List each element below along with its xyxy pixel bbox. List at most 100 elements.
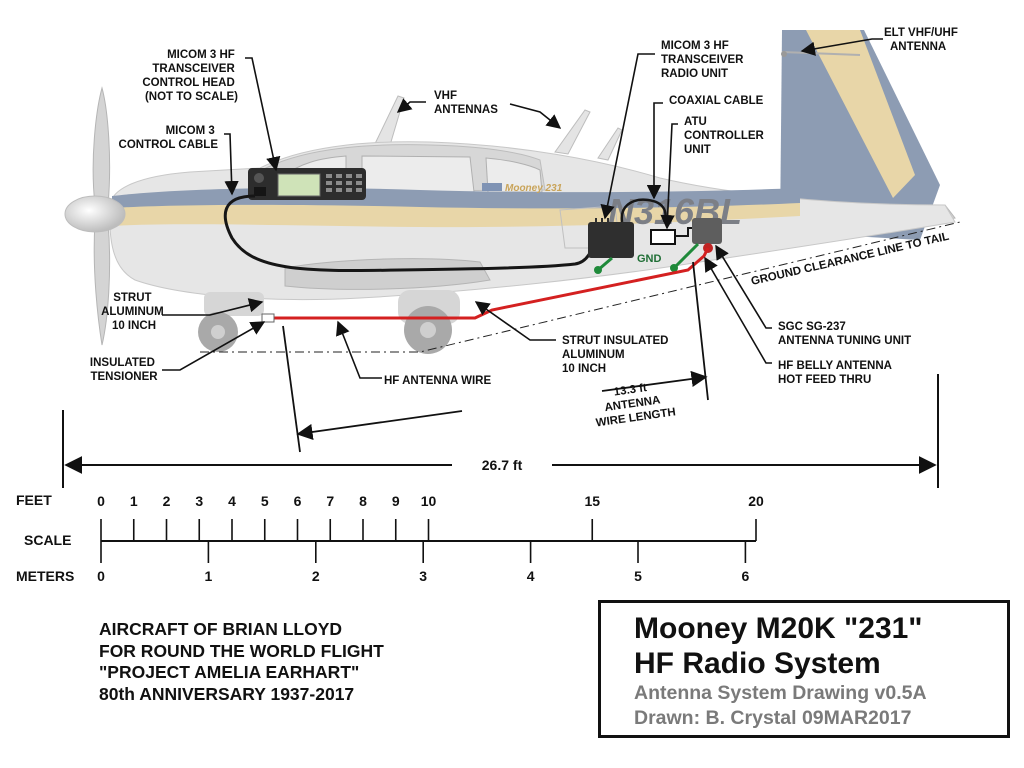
insulated-tensioner-part	[261, 313, 275, 323]
aircraft-credit: AIRCRAFT OF BRIAN LLOYD FOR ROUND THE WO…	[99, 619, 539, 705]
side-window	[361, 155, 475, 194]
ground-point-atu	[670, 264, 678, 272]
aircraft-brand: Mooney 231	[505, 183, 563, 194]
gnd-label: GND	[637, 253, 662, 265]
leader-control-cable	[224, 133, 239, 196]
overall-length-dimension	[62, 374, 939, 488]
feet-tick-label: 0	[97, 493, 105, 509]
propeller-blade-lower	[93, 221, 111, 346]
feet-tick-label: 7	[326, 493, 334, 509]
leader-belly-feed	[704, 256, 772, 364]
leader-antenna-wire	[336, 320, 382, 379]
elt-antenna	[781, 51, 861, 56]
atu-cable	[675, 227, 694, 237]
feet-tick-label: 10	[421, 493, 437, 509]
label-vhf-antennas: VHF ANTENNAS	[434, 90, 498, 116]
leader-strut-insulated	[474, 301, 556, 341]
meter-tick-label: 6	[742, 568, 750, 584]
ground-clearance-line	[200, 221, 961, 353]
control-head-knob-icon	[254, 173, 264, 183]
leader-strut-aluminum	[162, 298, 264, 316]
meter-tick-label: 3	[419, 568, 427, 584]
leader-tensioner	[162, 321, 266, 371]
credit-line: FOR ROUND THE WORLD FLIGHT	[99, 640, 384, 661]
hf-antenna-wire	[270, 247, 710, 320]
feet-tick-label: 20	[748, 493, 764, 509]
leader-elt	[800, 38, 883, 56]
nose-wheel-hub	[211, 325, 225, 339]
scale-feet-ticks: 0 1 2 3 4 5 6 7 8 9 10 15 20	[97, 493, 764, 541]
control-head-keypad-icon	[326, 174, 362, 192]
sgc-tuning-unit[interactable]	[692, 218, 722, 244]
equipment: GND	[223, 168, 722, 323]
feet-tick-label: 9	[392, 493, 400, 509]
leader-vhf-2	[509, 103, 562, 129]
label-coax: COAXIAL CABLE	[669, 95, 764, 107]
feet-tick-label: 8	[359, 493, 367, 509]
overall-length-label: 26.7 ft	[482, 457, 523, 473]
antenna-length-arrow-left	[296, 410, 463, 440]
title-block: Mooney M20K "231" HF Radio System Antenn…	[598, 600, 1010, 738]
feet-tick-label: 5	[261, 493, 269, 509]
propeller-spinner	[64, 195, 126, 233]
title-line-2: HF Radio System	[634, 647, 881, 680]
radio-unit[interactable]	[588, 222, 634, 258]
feet-tick-label: 6	[294, 493, 302, 509]
credit-line: "PROJECT AMELIA EARHART"	[99, 662, 360, 682]
control-head-display	[277, 173, 321, 197]
title-line-1: Mooney M20K "231"	[634, 612, 923, 645]
brand-logo-icon	[482, 183, 502, 191]
label-strut-aluminum: STRUT ALUMINUM 10 INCH	[101, 292, 167, 332]
feet-tick-label: 1	[130, 493, 138, 509]
antenna-ext-line-left	[282, 325, 301, 453]
antenna-length-arrow-right	[601, 370, 708, 392]
atu-controller[interactable]	[650, 229, 676, 245]
label-elt: ELT VHF/UHF ANTENNA	[884, 27, 961, 53]
leader-sgc	[715, 244, 772, 329]
meter-tick-label: 0	[97, 568, 105, 584]
credit-line: 80th ANNIVERSARY 1937-2017	[99, 683, 355, 704]
label-control-head: MICOM 3 HF TRANSCEIVER CONTROL HEAD (NOT…	[142, 49, 238, 103]
drawing-version: Antenna System Drawing v0.5A	[634, 682, 927, 704]
meter-tick-label: 2	[312, 568, 320, 584]
callouts	[162, 38, 883, 379]
tail-stripe	[806, 30, 915, 198]
label-belly-feed: HF BELLY ANTENNA HOT FEED THRU	[778, 360, 895, 386]
leader-control-head	[245, 57, 281, 172]
label-atu: ATU CONTROLLER UNIT	[684, 116, 767, 156]
label-radio-unit: MICOM 3 HF TRANSCEIVER RADIO UNIT	[661, 40, 747, 80]
leader-coax	[646, 102, 663, 200]
label-tensioner: INSULATED TENSIONER	[90, 357, 158, 383]
scale-meters-label: METERS	[16, 568, 74, 584]
propeller-blade-upper	[92, 86, 111, 206]
label-control-cable: MICOM 3 CONTROL CABLE	[119, 125, 219, 151]
elt-antenna-base	[781, 51, 787, 57]
control-head-plug-icon	[254, 187, 266, 196]
main-wheel-hub	[420, 322, 436, 338]
label-antenna-length: 13.3 ft ANTENNA WIRE LENGTH	[591, 379, 676, 430]
leader-radio-unit	[600, 53, 655, 220]
ground-strap-atu	[672, 242, 700, 270]
coaxial-cable	[620, 198, 667, 223]
feet-tick-label: 2	[163, 493, 171, 509]
wing	[284, 258, 491, 290]
ground-point-radio	[594, 266, 602, 274]
leader-atu	[660, 123, 678, 230]
credit-line: AIRCRAFT OF BRIAN LLOYD	[99, 619, 343, 639]
scale-scale-label: SCALE	[24, 532, 71, 548]
scale-bar: FEET SCALE METERS 0 1 2 3 4 5 6 7 8 9 10 15 20 0 1 2 3 4…	[16, 492, 764, 584]
meter-tick-label: 1	[205, 568, 213, 584]
feet-tick-label: 15	[584, 493, 600, 509]
fuselage-stripe-tan	[112, 203, 800, 228]
feet-tick-label: 3	[195, 493, 203, 509]
label-antenna-wire: HF ANTENNA WIRE	[384, 375, 491, 387]
vhf-antenna-2	[554, 109, 591, 155]
scale-feet-label: FEET	[16, 492, 52, 508]
meter-tick-label: 4	[527, 568, 535, 584]
drawn-by: Drawn: B. Crystal 09MAR2017	[634, 707, 912, 729]
leader-vhf-1	[396, 98, 426, 113]
feet-tick-label: 4	[228, 493, 236, 509]
label-sgc: SGC SG-237 ANTENNA TUNING UNIT	[778, 321, 911, 347]
